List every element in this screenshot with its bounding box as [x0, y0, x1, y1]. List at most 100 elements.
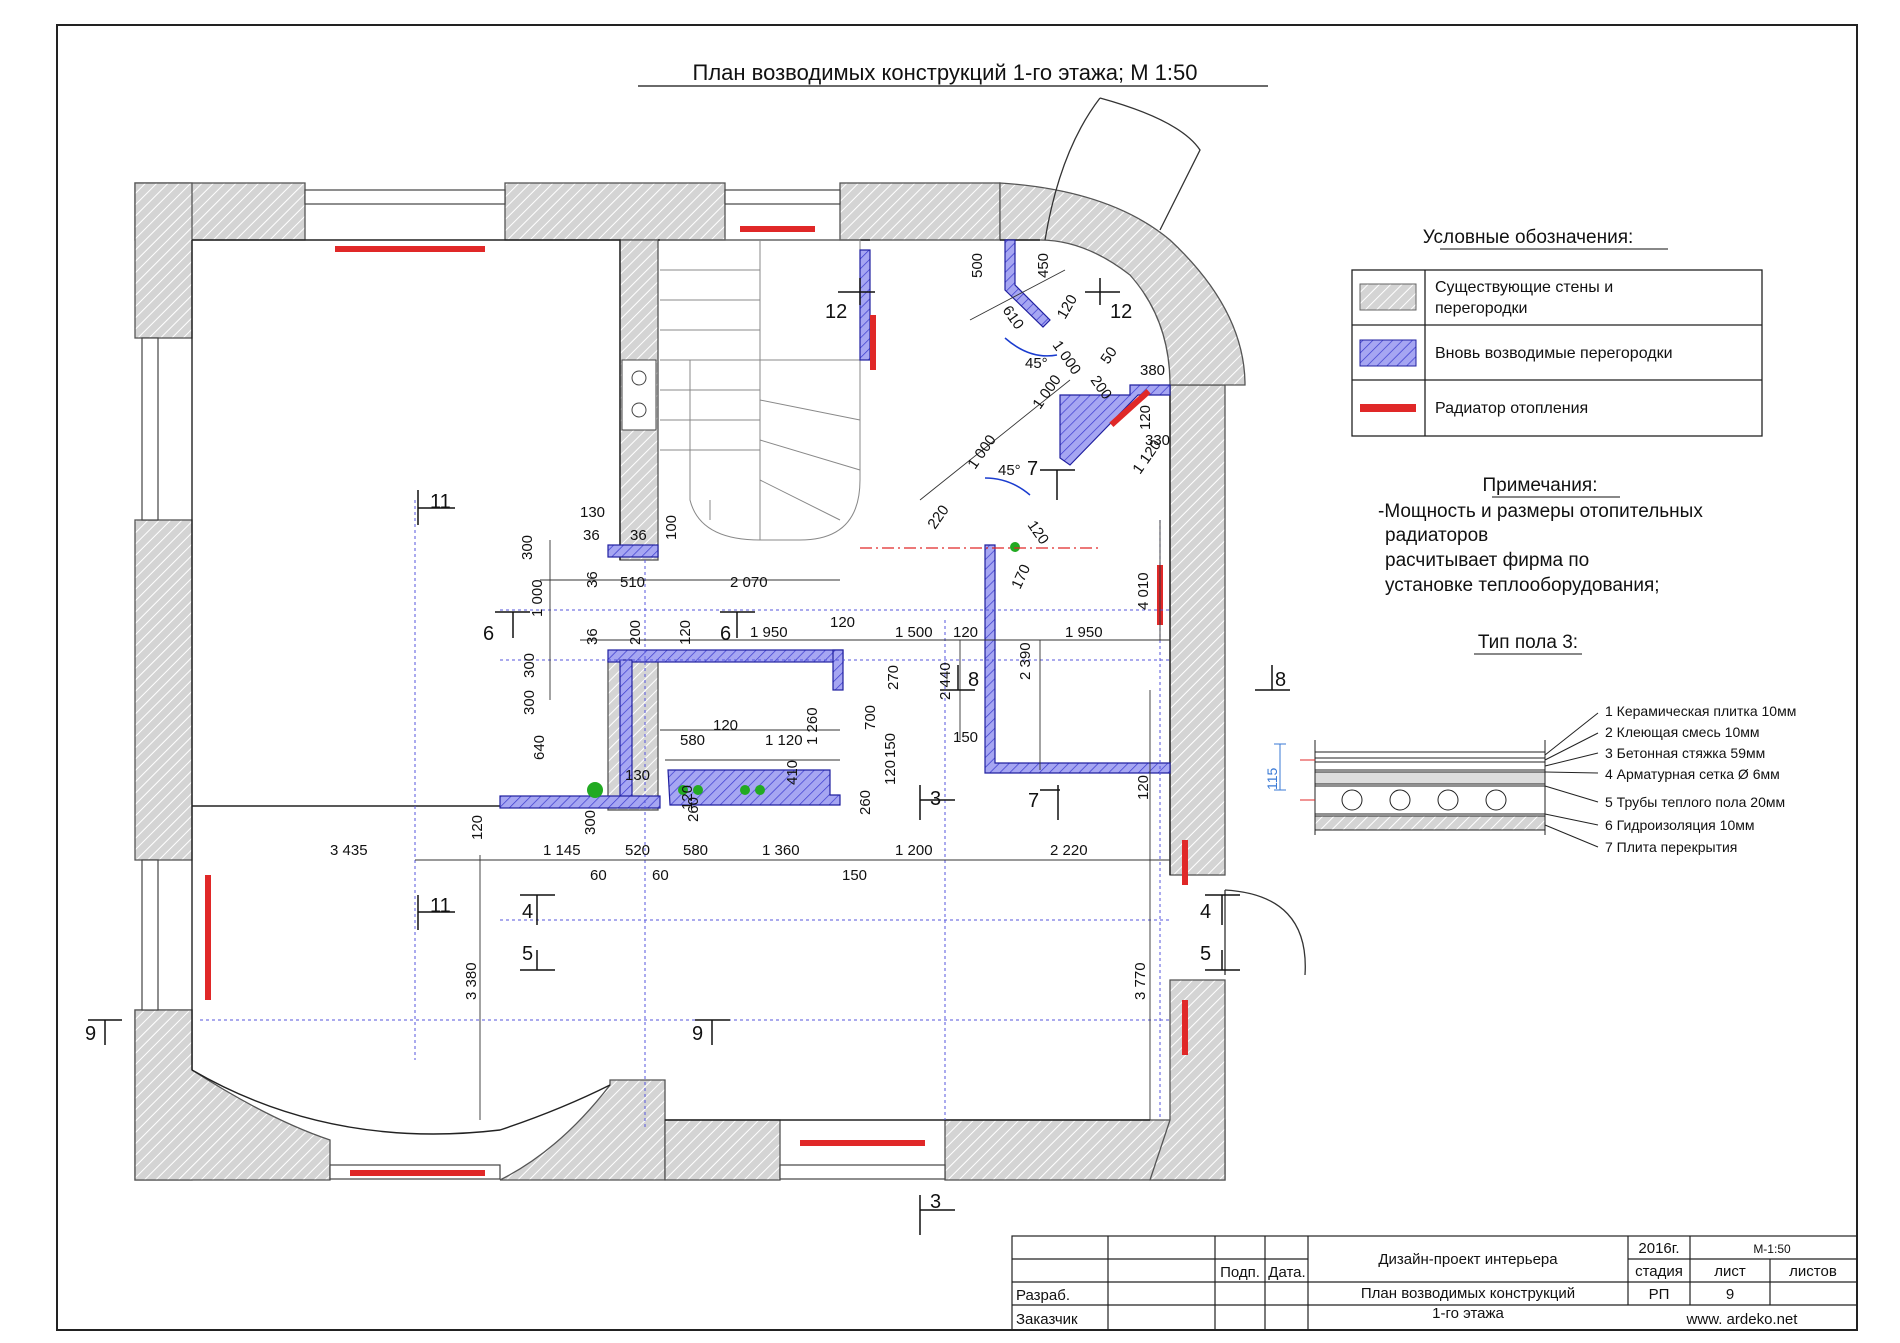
dim-120-e: 120 [713, 717, 738, 734]
dim-1120-diag: 1 120 [1129, 437, 1164, 478]
floor-layer-5: 5 Трубы теплого пола 20мм [1605, 794, 1785, 810]
dim-1120-mid: 1 120 [765, 732, 803, 749]
section-3-bottom: 3 [930, 1191, 941, 1213]
dim-100: 100 [663, 515, 680, 540]
section-4-left: 4 [522, 901, 533, 923]
legend-item-existing-line1: Существующие стены и [1435, 279, 1613, 296]
tb-col-stage: стадия [1635, 1263, 1683, 1280]
dim-300-top: 300 [519, 535, 536, 560]
dim-270: 270 [885, 665, 902, 690]
notes-line-1: -Мощность и размеры отопительных [1378, 501, 1703, 522]
dim-60-a: 60 [590, 867, 607, 884]
dim-1260: 1 260 [804, 707, 821, 745]
legend-item-existing-line2: перегородки [1435, 300, 1527, 317]
tb-customer-label: Заказчик [1016, 1311, 1078, 1328]
section-11-top: 11 [430, 491, 451, 513]
section-12-right: 12 [1110, 301, 1132, 323]
notes-line-3: расчитывает фирма по [1385, 550, 1589, 571]
new-partitions [499, 239, 1171, 809]
dim-300-b: 300 [521, 690, 538, 715]
dim-120-g: 120 [1135, 775, 1152, 800]
section-5-right: 5 [1200, 943, 1211, 965]
dim-1145: 1 145 [543, 842, 581, 859]
floor-section-sketch [1274, 712, 1599, 848]
legend-item-new: Вновь возводимые перегородки [1435, 345, 1673, 362]
dim-36-b: 36 [630, 527, 647, 544]
sheet-frame [56, 24, 1858, 1331]
section-9-right: 9 [692, 1023, 703, 1045]
floor-layer-2: 2 Клеющая смесь 10мм [1605, 724, 1759, 740]
dim-1000-a: 1 000 [1049, 338, 1084, 379]
stairs [660, 239, 861, 541]
dim-1200: 1 200 [895, 842, 933, 859]
legend-item-radiator: Радиатор отопления [1435, 400, 1588, 417]
dim-580-mid: 580 [680, 732, 705, 749]
dim-300-a: 300 [521, 653, 538, 678]
dim-45-top: 45° [1025, 355, 1048, 372]
dim-4010: 4 010 [1135, 572, 1152, 610]
room-outlines [191, 239, 1171, 1135]
legend-swatch-new [1359, 339, 1417, 367]
dim-580-bottom: 580 [683, 842, 708, 859]
dim-170: 170 [1008, 562, 1034, 592]
section-6-right: 6 [720, 623, 731, 645]
tb-year: 2016г. [1638, 1240, 1679, 1257]
tb-project: Дизайн-проект интерьера [1378, 1251, 1558, 1268]
entrance-door [1224, 889, 1306, 976]
dim-330: 330 [1145, 432, 1170, 449]
dimension-labels: 130 36 36 100 36 510 2 070 300 1 000 36 … [330, 253, 1170, 1000]
tb-col-sheet: лист [1714, 1263, 1746, 1280]
dim-1950-left: 1 950 [750, 624, 788, 641]
notes-line-4: установке теплооборудования; [1385, 575, 1660, 596]
section-7-top: 7 [1027, 458, 1038, 480]
floor-plan: 11 11 12 12 6 6 8 8 7 7 3 3 4 4 5 5 9 9 … [85, 97, 1306, 1235]
dim-2440: 2 440 [937, 662, 954, 700]
section-3-top: 3 [930, 788, 941, 810]
dim-2070: 2 070 [730, 574, 768, 591]
tb-sign-label: Подп. [1220, 1264, 1260, 1281]
floor-layer-6: 6 Гидроизоляция 10мм [1605, 817, 1754, 833]
tb-scale: М-1:50 [1753, 1242, 1791, 1256]
dim-36-a: 36 [583, 527, 600, 544]
notes-title: Примечания: [1483, 475, 1598, 496]
dim-510: 510 [620, 574, 645, 591]
appliance [621, 359, 657, 431]
balcony-door [1044, 97, 1201, 241]
legend-swatch-radiator [1360, 404, 1416, 412]
dim-120-diag-b: 120 [1137, 405, 1154, 430]
dim-450: 450 [1035, 253, 1052, 278]
tb-date-label: Дата. [1268, 1264, 1305, 1281]
section-8-left: 8 [968, 669, 979, 691]
tb-stage: РП [1649, 1286, 1670, 1303]
dim-120-c: 120 [953, 624, 978, 641]
floor-type-detail: Тип пола 3: [1264, 632, 1796, 855]
section-labels: 11 11 12 12 6 6 8 8 7 7 3 3 4 4 5 5 9 9 [85, 301, 1286, 1213]
dim-260-b: 260 [685, 797, 702, 822]
dim-150-bottom: 150 [842, 867, 867, 884]
floor-layer-3: 3 Бетонная стяжка 59мм [1605, 745, 1765, 761]
dim-60-b: 60 [652, 867, 669, 884]
floor-thickness: 115 [1264, 767, 1280, 790]
dim-3435: 3 435 [330, 842, 368, 859]
dim-120-d: 120 [882, 760, 899, 785]
dim-36-c: 36 [584, 571, 601, 588]
dim-150-mid: 150 [882, 733, 899, 758]
dim-120-diag-a: 120 [1054, 292, 1081, 322]
tb-website: www. ardeko.net [1686, 1311, 1799, 1328]
dim-1000-c: 1 000 [964, 432, 999, 473]
dim-220: 220 [924, 502, 952, 532]
floor-layer-4: 4 Арматурная сетка Ø 6мм [1605, 766, 1780, 782]
tb-sheet-name-2: 1-го этажа [1432, 1305, 1504, 1322]
tb-sheet-name-1: План возводимых конструкций [1361, 1285, 1575, 1302]
dim-1950-right: 1 950 [1065, 624, 1103, 641]
dim-640: 640 [531, 735, 548, 760]
section-markers [88, 278, 1290, 1235]
dim-120-h: 120 [679, 785, 696, 810]
dim-150-left: 150 [953, 729, 978, 746]
title-block-text: Дизайн-проект интерьера План возводимых … [1016, 1240, 1837, 1328]
drawing-title: План возводимых конструкций 1-го этажа; … [693, 60, 1198, 85]
dim-410: 410 [784, 760, 801, 785]
notes: Примечания: -Мощность и размеры отопител… [1378, 475, 1703, 596]
floor-layer-1: 1 Керамическая плитка 10мм [1605, 703, 1796, 719]
dim-2220: 2 220 [1050, 842, 1088, 859]
